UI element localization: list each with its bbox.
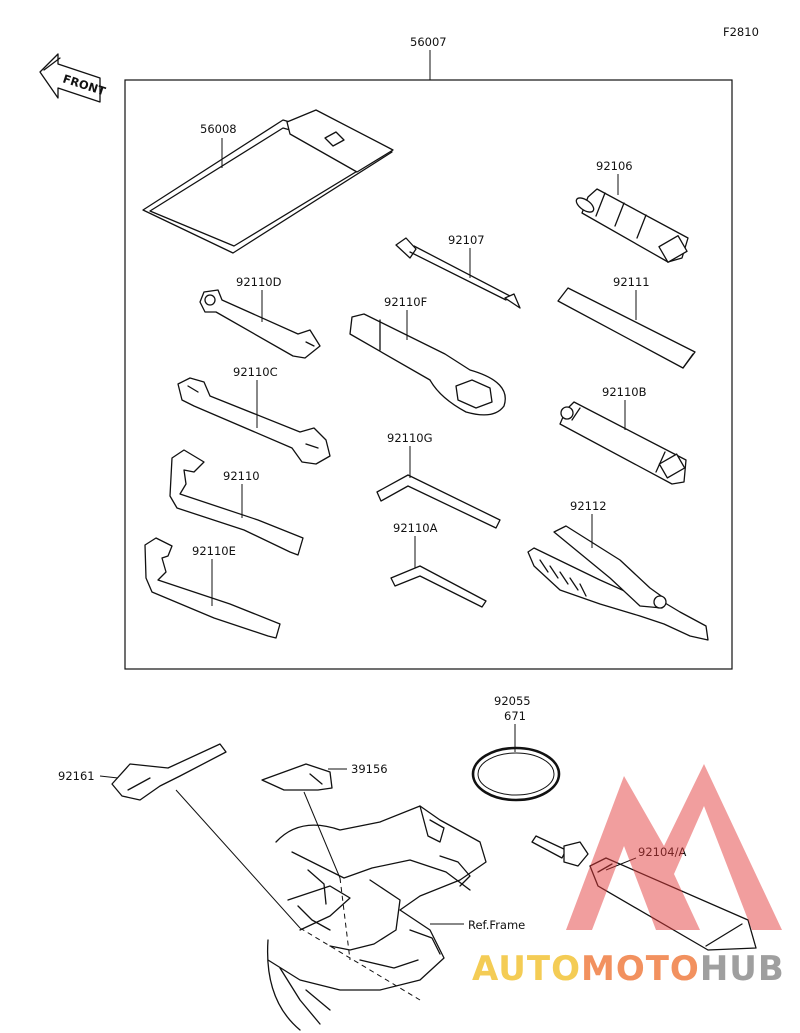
screwdriver-tool	[395, 237, 521, 309]
watermark-auto: AUTO	[472, 949, 581, 989]
watermark-moto: MOTO	[581, 949, 700, 989]
label-92107: 92107	[448, 233, 485, 247]
label-92104a: 92104/A	[638, 845, 686, 859]
label-56007: 56007	[410, 35, 447, 49]
grip-tool	[575, 188, 689, 263]
label-92161: 92161	[58, 769, 95, 783]
bracket-39156	[261, 763, 333, 791]
label-ref-frame: Ref.Frame	[468, 918, 525, 932]
spanner-92110e	[144, 537, 281, 639]
grease-tube	[531, 835, 757, 951]
label-92112: 92112	[570, 499, 607, 513]
clip-92161	[111, 743, 227, 801]
label-92110c: 92110C	[233, 365, 278, 379]
watermark-hub: HUB	[700, 949, 785, 989]
label-39156: 39156	[351, 762, 388, 776]
pliers-tool	[527, 525, 709, 641]
hex-key-92110g	[376, 474, 501, 529]
automotohub-watermark: AUTOMOTOHUB	[472, 764, 785, 989]
front-arrow-icon: FRONT	[39, 53, 107, 103]
label-92110d: 92110D	[236, 275, 282, 289]
kit-frame	[124, 79, 733, 670]
label-92110a: 92110A	[393, 521, 438, 535]
wrench-92110c	[177, 377, 331, 465]
label-671: 671	[504, 709, 526, 723]
box-wrench-92110b	[559, 401, 687, 485]
label-92110g: 92110G	[387, 431, 433, 445]
o-ring	[471, 746, 561, 802]
label-92055: 92055	[494, 694, 531, 708]
label-92110e: 92110E	[192, 544, 236, 558]
label-92110f: 92110F	[384, 295, 427, 309]
tool-bag	[142, 109, 394, 254]
spanner-92110	[169, 449, 304, 556]
handle-bar-tool	[557, 287, 696, 369]
wrench-92110f	[349, 313, 506, 416]
label-92106: 92106	[596, 159, 633, 173]
label-56008: 56008	[200, 122, 237, 136]
label-92111: 92111	[613, 275, 650, 289]
watermark-triangle-icon	[566, 764, 782, 930]
figure-code: F2810	[723, 25, 759, 39]
label-92110: 92110	[223, 469, 260, 483]
motorcycle-frame	[266, 805, 487, 1031]
label-92110b: 92110B	[602, 385, 647, 399]
hex-key-92110a	[390, 565, 487, 608]
svg-text:AUTOMOTOHUB: AUTOMOTOHUB	[472, 949, 785, 989]
wrench-92110d	[199, 289, 321, 359]
